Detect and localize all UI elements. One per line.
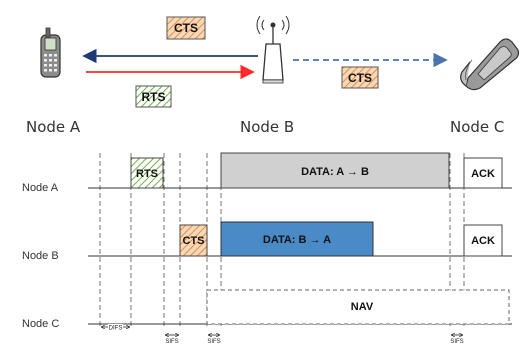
row-label-a: Node A xyxy=(22,182,59,194)
svg-text:ACK: ACK xyxy=(471,235,495,247)
rts-frame: RTS xyxy=(130,157,164,189)
node-c-label: Node C xyxy=(450,118,504,136)
sifs-marker-2: SIFS xyxy=(207,335,221,345)
svg-text:SIFS: SIFS xyxy=(450,339,463,345)
row-label-c: Node C xyxy=(22,318,59,330)
phone-icon xyxy=(40,27,61,78)
difs-marker: DIFS xyxy=(101,324,130,332)
svg-text:CTS: CTS xyxy=(174,21,198,35)
sifs-marker-3: SIFS xyxy=(450,335,464,345)
cts-right-label: CTS xyxy=(341,66,379,89)
svg-text:SIFS: SIFS xyxy=(165,339,178,345)
svg-text:ACK: ACK xyxy=(471,168,495,180)
svg-text:DIFS: DIFS xyxy=(109,326,123,332)
svg-text:DATA: B → A: DATA: B → A xyxy=(263,234,331,246)
row-label-b: Node B xyxy=(22,250,59,262)
node-a-label: Node A xyxy=(26,118,81,136)
svg-text:SIFS: SIFS xyxy=(207,339,220,345)
sifs-marker-1: SIFS xyxy=(165,335,179,345)
data-b-to-a-frame: DATA: B → A xyxy=(220,221,374,257)
cts-top-label: CTS xyxy=(166,16,206,40)
svg-text:CTS: CTS xyxy=(183,235,205,247)
svg-text:RTS: RTS xyxy=(136,168,158,180)
svg-text:DATA: A → B: DATA: A → B xyxy=(301,166,369,178)
ack-a-frame: ACK xyxy=(463,157,503,189)
access-point-icon xyxy=(256,15,290,84)
rts-label: RTS xyxy=(135,85,172,108)
svg-text:RTS: RTS xyxy=(142,90,166,104)
data-a-to-b-frame: DATA: A → B xyxy=(220,152,450,189)
nav-frame: NAV xyxy=(206,289,510,325)
svg-text:CTS: CTS xyxy=(348,71,372,85)
node-b-label: Node B xyxy=(240,118,294,136)
flip-phone-icon xyxy=(460,38,520,91)
cts-frame: CTS xyxy=(179,224,208,257)
ack-b-frame: ACK xyxy=(463,224,503,257)
svg-text:NAV: NAV xyxy=(351,301,374,313)
